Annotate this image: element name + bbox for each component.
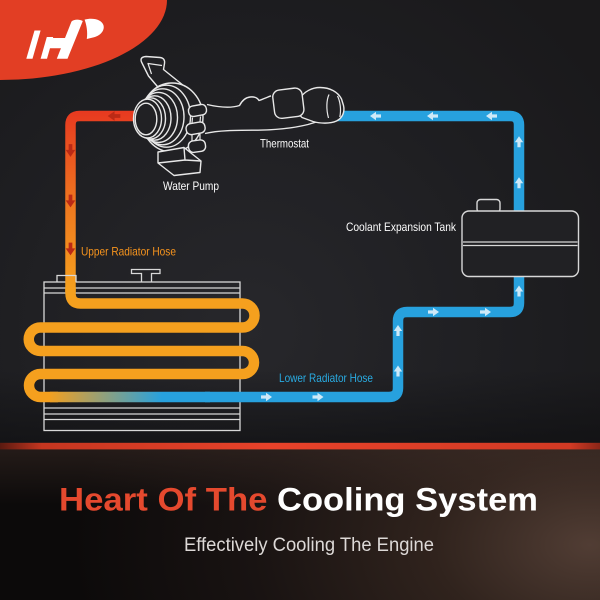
svg-text:Thermostat: Thermostat — [260, 137, 310, 151]
svg-text:Cooling System: Cooling System — [277, 481, 538, 517]
svg-text:Upper Radiator Hose: Upper Radiator Hose — [81, 245, 176, 259]
svg-text:Lower Radiator Hose: Lower Radiator Hose — [279, 371, 373, 385]
svg-text:Coolant Expansion Tank: Coolant Expansion Tank — [346, 220, 457, 234]
svg-text:Water Pump: Water Pump — [163, 179, 219, 193]
svg-text:Effectively Cooling The Engine: Effectively Cooling The Engine — [184, 535, 434, 556]
svg-text:Heart Of The: Heart Of The — [59, 481, 268, 517]
